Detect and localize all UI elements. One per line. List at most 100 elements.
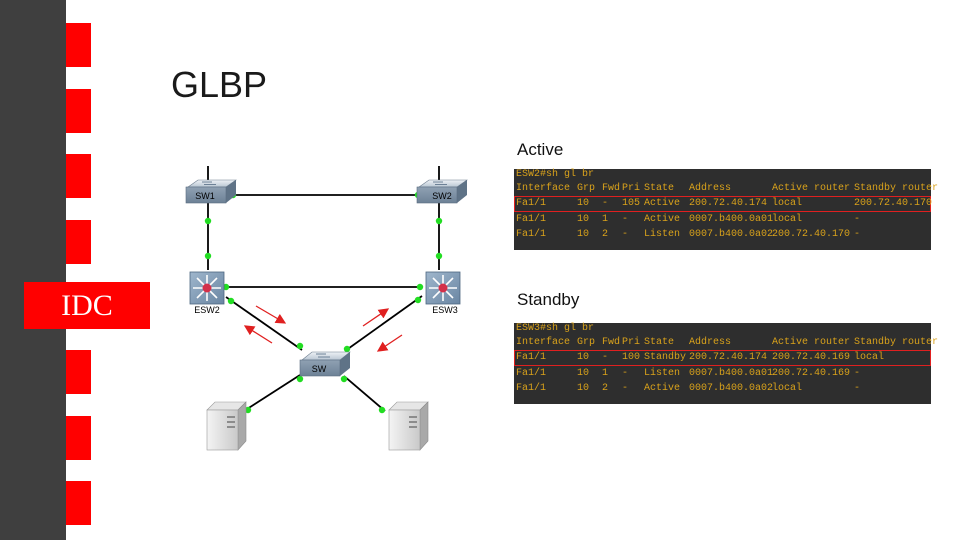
column-header: Standby router [854,183,939,194]
column-header: Active router [772,183,851,194]
standby-label: Standby [517,290,580,309]
table-cell: Fa1/1 [516,383,547,395]
red-block [66,154,91,198]
table-cell: Fa1/1 [516,352,547,364]
arrow-sw-to-esw2 [243,325,273,344]
column-header: Fwd [602,337,621,348]
table-cell: - [602,198,609,210]
table-cell: Fa1/1 [516,213,547,225]
table-cell: 1 [602,213,609,225]
table-cell: local [772,198,803,210]
console-command: ESW3#sh gl br [516,323,595,334]
table-cell: - [854,383,861,395]
sw1-switch-icon: SW1 [185,179,237,204]
arrow-esw3-to-sw [376,334,403,352]
table-cell: - [854,367,861,379]
table-cell: - [622,229,629,241]
column-header: Active router [772,337,851,348]
table-cell: 0007.b400.0a02 [689,229,774,241]
link-sw-server-right [343,375,386,412]
server-icon [206,401,247,451]
column-header: State [644,337,675,348]
idc-logo: IDC [24,282,150,329]
column-header: Pri [622,337,641,348]
red-block [66,416,91,460]
table-cell: Fa1/1 [516,367,547,379]
table-cell: 200.72.40.170 [772,229,851,241]
arrow-esw2-to-sw [255,305,287,324]
table-cell: 10 [577,198,590,210]
column-header: Fwd [602,183,621,194]
column-header: Standby router [854,337,939,348]
sw-switch-icon: SW [299,351,351,377]
table-cell: 2 [602,383,609,395]
table-cell: local [854,352,885,364]
table-cell: Fa1/1 [516,198,547,210]
column-header: Address [689,183,732,194]
table-cell: Standby [644,352,687,364]
table-cell: Active [644,198,681,210]
link-dots [204,191,443,414]
column-header: State [644,183,675,194]
esw2-label: ESW2 [194,305,220,315]
table-cell: Listen [644,367,681,379]
sw2-label: SW2 [432,191,452,201]
red-block [66,481,91,525]
table-cell: 200.72.40.169 [772,352,851,364]
table-cell: - [622,213,629,225]
arrow-sw-to-esw3 [362,308,390,327]
table-cell: local [772,383,803,395]
column-header: Pri [622,183,641,194]
table-cell: 1 [602,367,609,379]
table-cell: 200.72.40.169 [772,367,851,379]
table-cell: 100 [622,352,641,364]
slide-title: GLBP [171,64,268,105]
column-header: Interface [516,183,571,194]
table-cell: - [622,383,629,395]
esw3-l3-switch-icon: ESW3 [425,271,461,315]
table-cell: Fa1/1 [516,229,547,241]
link-esw3-sw [344,295,423,352]
esw3-label: ESW3 [432,305,458,315]
link-sw-server-left [243,374,301,412]
side-bar [0,0,66,540]
table-cell: local [772,213,803,225]
column-header: Grp [577,183,596,194]
red-block [66,350,91,394]
table-cell: - [602,352,609,364]
server-icon [388,401,429,451]
sw-label: SW [312,364,327,374]
column-header: Interface [516,337,571,348]
table-cell: 200.72.40.174 [689,198,768,210]
table-cell: Active [644,213,681,225]
table-cell: - [854,229,861,241]
table-cell: 10 [577,367,590,379]
console-command: ESW2#sh gl br [516,169,595,180]
table-cell: 10 [577,352,590,364]
table-cell: - [622,367,629,379]
table-cell: 10 [577,383,590,395]
table-cell: 10 [577,229,590,241]
red-block [66,89,91,133]
table-cell: 0007.b400.0a01 [689,367,774,379]
traffic-arrows [243,305,403,352]
table-cell: 10 [577,213,590,225]
red-block [66,23,91,67]
table-cell: Listen [644,229,681,241]
table-cell: 200.72.40.174 [689,352,768,364]
sw1-label: SW1 [195,191,215,201]
table-cell: 0007.b400.0a02 [689,383,774,395]
sw2-switch-icon: SW2 [416,179,468,204]
column-header: Address [689,337,732,348]
table-cell: 2 [602,229,609,241]
